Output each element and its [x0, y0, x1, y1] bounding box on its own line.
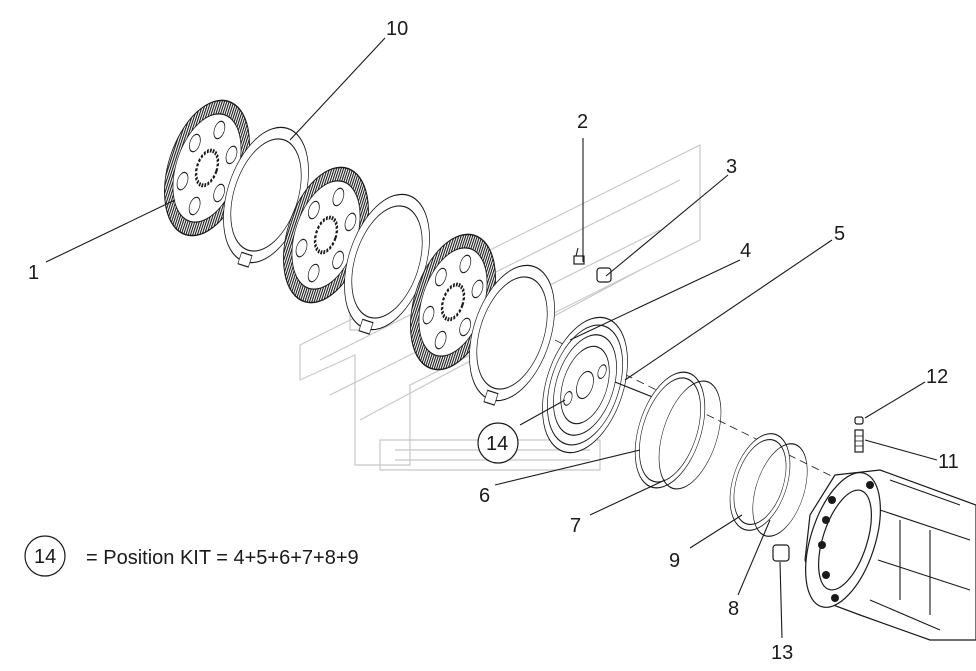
- callout-8: 8: [728, 598, 739, 620]
- seal-ring-9: [729, 433, 791, 531]
- pin-13: [772, 544, 790, 562]
- screw-2: [573, 247, 585, 265]
- sleeve-3: [596, 267, 612, 283]
- bleeder-screw-11: [854, 429, 864, 453]
- callout-7: 7: [570, 515, 581, 537]
- housing: [804, 469, 976, 641]
- callout-12: 12: [926, 366, 948, 388]
- callout-3: 3: [726, 156, 737, 178]
- callout-14-circle: [477, 422, 519, 464]
- seal-ring-8: [752, 443, 808, 537]
- legend: 14 = Position KIT = 4+5+6+7+8+9: [24, 535, 359, 577]
- plug-12: [854, 416, 864, 425]
- callout-10: 10: [386, 18, 408, 40]
- callout-13: 13: [771, 642, 793, 664]
- callout-11: 11: [938, 451, 959, 473]
- callout-5: 5: [834, 223, 845, 245]
- callout-9: 9: [669, 550, 680, 572]
- legend-badge: 14: [34, 546, 56, 568]
- callout-6: 6: [479, 485, 490, 507]
- legend-text: = Position KIT = 4+5+6+7+8+9: [86, 547, 359, 569]
- seal-ring-7: [634, 371, 706, 489]
- steel-plate-10c: [469, 264, 555, 406]
- leader-lines: [45, 37, 938, 639]
- seal-ring-6: [658, 380, 722, 490]
- callout-1: 1: [28, 262, 39, 284]
- piston-4: [542, 316, 628, 454]
- callout-4: 4: [740, 240, 751, 262]
- callout-14: 14: [486, 433, 508, 455]
- legend-badge-circle: [24, 535, 66, 577]
- callout-2: 2: [577, 111, 588, 133]
- steel-plate-10b: [344, 193, 430, 335]
